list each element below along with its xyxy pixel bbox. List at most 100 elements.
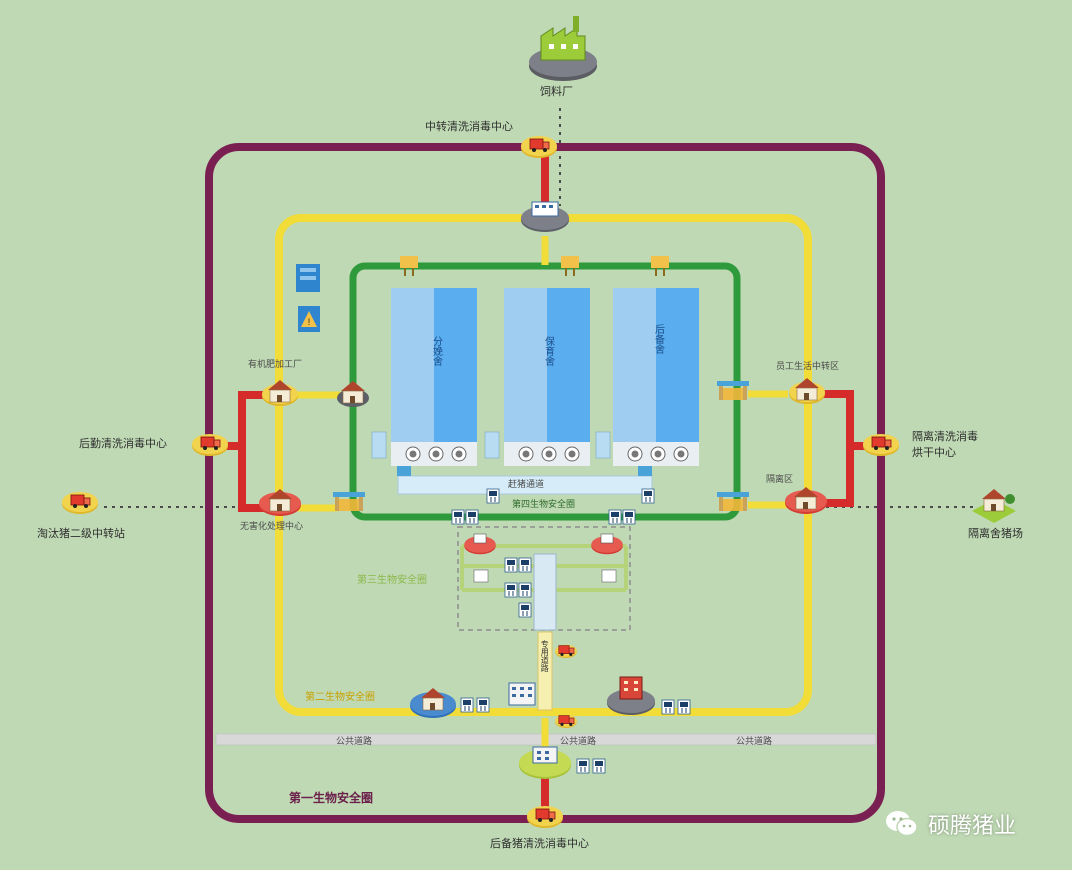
bottom-disinfection-station — [527, 806, 563, 828]
label-ring-fourth: 第四生物安全圈 — [512, 500, 576, 510]
watermark: 硕腾猪业 — [884, 808, 1016, 840]
fan-icon — [428, 446, 444, 462]
label-feed-mill: 饲料厂 — [540, 85, 573, 98]
gate-right-lower — [717, 492, 749, 511]
fan-icon — [650, 446, 666, 462]
label-barn-3: 后备舍 — [652, 324, 664, 354]
label-bottom-disinfection-center: 后备猪清洗消毒中心 — [490, 837, 589, 850]
shower-icon — [486, 488, 500, 504]
shower-icon — [460, 697, 474, 713]
house-icon — [793, 486, 819, 510]
top-inner-station — [521, 201, 569, 232]
gate-left-lower — [333, 492, 365, 511]
air-inlets — [400, 256, 669, 276]
third-zone-station-left — [464, 533, 496, 555]
label-left-transfer-station: 淘汰猪二级中转站 — [37, 527, 125, 540]
hazard-sign-icon — [301, 311, 317, 327]
shower-icon — [608, 509, 622, 525]
shower-icon — [622, 509, 636, 525]
fan-icon — [518, 446, 534, 462]
right-lower-station — [785, 486, 827, 514]
right-farm-station — [972, 488, 1016, 523]
bottom-center-building — [508, 682, 536, 706]
label-public-road-3: 公共道路 — [736, 737, 773, 747]
shower-icon — [641, 488, 655, 504]
label-barn-2: 保育舍 — [542, 336, 554, 366]
label-inner-corridor: 赶猪通道 — [508, 480, 545, 490]
svg-text:!: ! — [308, 317, 311, 327]
label-ring-second: 第二生物安全圈 — [305, 692, 375, 703]
barn-fans — [391, 442, 699, 466]
label-public-road-2: 公共道路 — [560, 737, 597, 747]
fan-icon — [627, 446, 643, 462]
right-disinfection-station — [863, 434, 899, 456]
bottom-left-station — [410, 687, 456, 718]
shower-icon — [504, 557, 518, 573]
shower-stations — [451, 488, 691, 774]
left-upper-station — [262, 379, 298, 406]
inner-corridor — [397, 475, 653, 495]
shower-icon — [576, 758, 590, 774]
shower-icon — [661, 699, 675, 715]
fan-icon — [673, 446, 689, 462]
dedicated-road — [537, 631, 553, 711]
small-truck-2 — [555, 714, 577, 728]
label-right-disinfection-center-2: 烘干中心 — [912, 446, 956, 459]
house-icon — [267, 488, 293, 512]
house-icon — [420, 687, 446, 711]
house-icon — [267, 379, 293, 403]
factory-icon — [529, 16, 597, 81]
left-disinfection-station — [192, 434, 228, 456]
shower-icon — [592, 758, 606, 774]
label-top-disinfection-center: 中转清洗消毒中心 — [425, 120, 513, 133]
small-truck-1 — [555, 644, 577, 658]
left-lower-station — [259, 488, 301, 516]
left-transfer-station — [62, 492, 98, 514]
building-icon — [531, 201, 559, 217]
fan-icon — [405, 446, 421, 462]
building-icon — [619, 676, 643, 700]
label-left-lower-building: 无害化处理中心 — [240, 522, 304, 532]
bottom-right-station — [607, 676, 655, 715]
label-public-road-1: 公共道路 — [336, 737, 373, 747]
watermark-text: 硕腾猪业 — [928, 814, 1017, 839]
house-icon — [981, 488, 1007, 512]
label-right-farm: 隔离舍猪场 — [968, 527, 1023, 540]
inner-passage — [533, 553, 557, 631]
shower-icon — [518, 582, 532, 598]
shower-icon — [677, 699, 691, 715]
right-upper-station — [789, 377, 825, 404]
barn-group — [391, 288, 699, 442]
house-icon — [340, 380, 366, 404]
yellow-connectors — [294, 236, 788, 760]
label-left-disinfection-center: 后勤清洗消毒中心 — [79, 437, 167, 450]
label-right-upper-building: 员工生活中转区 — [776, 362, 840, 372]
left-upper-structures: ! — [296, 264, 320, 332]
shower-icon — [451, 509, 465, 525]
label-barn-1: 分娩舍 — [430, 336, 442, 366]
house-icon — [794, 377, 820, 401]
fan-icon — [541, 446, 557, 462]
label-dedicated-road: 专用道路 — [540, 640, 550, 672]
label-left-upper-building: 有机肥加工厂 — [248, 360, 303, 370]
bottom-inner-station — [519, 746, 571, 779]
shower-icon — [465, 509, 479, 525]
wechat-icon — [886, 811, 918, 837]
label-right-lower-building: 隔离区 — [766, 475, 794, 485]
tree-icon — [1005, 494, 1015, 504]
fan-icon — [564, 446, 580, 462]
shower-icon — [476, 697, 490, 713]
label-ring-first: 第一生物安全圈 — [289, 791, 374, 805]
shower-icon — [504, 582, 518, 598]
fan-icon — [451, 446, 467, 462]
side-units — [371, 431, 611, 459]
left-inner-station — [337, 380, 369, 407]
gate-right-upper — [717, 381, 749, 400]
label-ring-third: 第三生物安全圈 — [357, 575, 427, 586]
building-icon — [532, 746, 558, 764]
label-right-disinfection-center-1: 隔离清洗消毒 — [912, 430, 978, 443]
shower-icon — [518, 602, 532, 618]
third-zone-station-right — [591, 533, 623, 555]
